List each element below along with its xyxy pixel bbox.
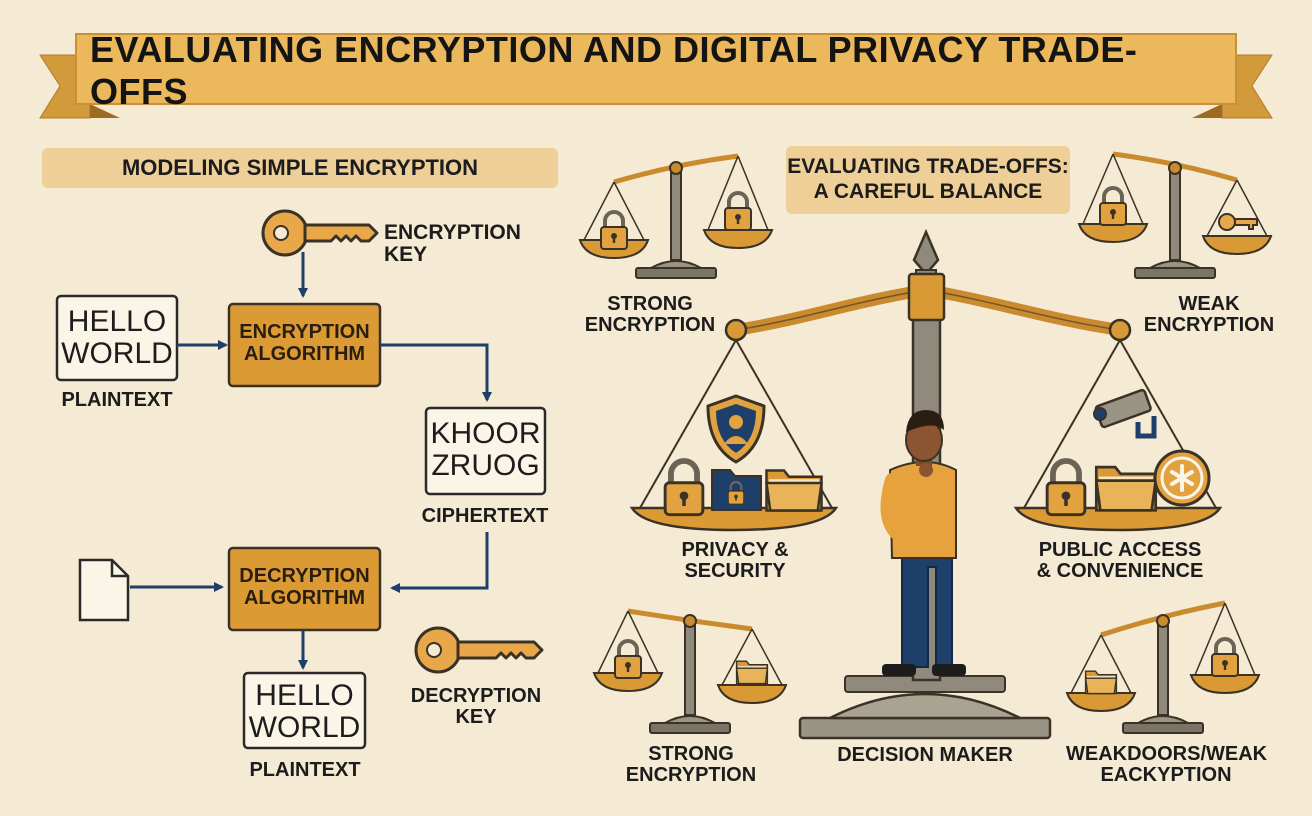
bottom-right-scale-label: WEAKDOORS/WEAK EACKYPTION xyxy=(1066,743,1268,786)
plaintext-top-line2: WORLD xyxy=(61,337,173,371)
bottom-right-scale-line2: EACKYPTION xyxy=(1100,764,1232,786)
bottom-left-scale-line1: STRONG xyxy=(648,743,734,765)
padlock-icon xyxy=(665,461,703,515)
right-pan-line1: PUBLIC ACCESS xyxy=(1038,539,1202,561)
small-scale-top-left xyxy=(578,153,774,279)
camera-icon xyxy=(1093,388,1157,439)
plaintext-bottom-line2: WORLD xyxy=(248,711,361,745)
encryption-to-ciphertext-arrow xyxy=(380,343,492,402)
decryption-key-label: DECRYPTION KEY xyxy=(404,686,548,728)
right-section-heading: EVALUATING TRADE-OFFS: A CAREFUL BALANCE xyxy=(786,146,1070,214)
title-banner xyxy=(39,33,1273,119)
decision-maker-label: DECISION MAKER xyxy=(837,744,1013,766)
top-left-scale-label: STRONG ENCRYPTION xyxy=(580,294,720,336)
decryption-key-icon xyxy=(414,626,544,674)
top-right-scale-line2: ENCRYPTION xyxy=(1143,314,1275,336)
document-icon xyxy=(78,558,130,622)
ciphertext-text: KHOOR ZRUOG xyxy=(426,417,545,483)
folder-icon xyxy=(1094,465,1158,512)
plaintext-top-box xyxy=(55,294,179,382)
bottom-right-scale-line1: WEAKDOORS/WEAK xyxy=(1066,743,1268,765)
ciphertext-line1: KHOOR xyxy=(430,417,541,450)
left-pan-line1: PRIVACY & xyxy=(681,539,789,561)
encryption-key-label: ENCRYPTION KEY xyxy=(384,221,521,267)
page-title: EVALUATING ENCRYPTION AND DIGITAL PRIVAC… xyxy=(90,29,1138,112)
left-pan-label: PRIVACY & SECURITY xyxy=(660,540,810,582)
encryption-algorithm-line1: ENCRYPTION xyxy=(239,321,370,343)
ciphertext-line2: ZRUOG xyxy=(431,449,540,483)
encryption-algorithm-line2: ALGORITHM xyxy=(243,342,366,365)
ciphertext-to-decryption-arrow xyxy=(390,532,489,593)
small-scale-bottom-left xyxy=(592,608,788,734)
plaintext-bottom-text: HELLO WORLD xyxy=(244,679,365,745)
plaintext-bottom-box xyxy=(242,671,367,750)
decryption-algorithm-line2: ALGORITHM xyxy=(243,586,366,609)
decryption-key-line1: DECRYPTION xyxy=(410,685,542,707)
padlock-icon xyxy=(1047,461,1085,515)
bottom-left-scale-label: STRONG ENCRYPTION xyxy=(616,744,766,786)
plaintext-bottom-line1: HELLO xyxy=(255,679,354,712)
top-right-scale-label: WEAK ENCRYPTION xyxy=(1134,294,1284,336)
decryption-algorithm-line1: DECRYPTION xyxy=(239,565,370,587)
bottom-left-scale-line2: ENCRYPTION xyxy=(625,764,757,786)
encryption-algorithm-text: ENCRYPTION ALGORITHM xyxy=(229,321,380,365)
encryption-key-icon xyxy=(261,209,379,257)
plaintext-top-caption: PLAINTEXT xyxy=(61,389,173,411)
left-pan-line2: SECURITY xyxy=(684,560,786,582)
navy-folder-lock-icon xyxy=(711,469,762,511)
ciphertext-caption: CIPHERTEXT xyxy=(421,505,549,527)
right-pan-line2: & CONVENIENCE xyxy=(1036,560,1204,582)
plaintext-top-line1: HELLO xyxy=(67,305,167,338)
decryption-key-line2: KEY xyxy=(455,706,497,728)
plaintext-bottom-caption: PLAINTEXT xyxy=(249,759,361,781)
folder-icon xyxy=(765,469,823,512)
right-heading-line1: EVALUATING TRADE-OFFS: xyxy=(787,155,1069,178)
left-section-heading: MODELING SIMPLE ENCRYPTION xyxy=(42,148,558,188)
asterisk-badge-icon xyxy=(1153,449,1211,507)
plaintext-top-text: HELLO WORLD xyxy=(57,305,177,371)
right-heading-line2: A CAREFUL BALANCE xyxy=(813,180,1043,204)
right-pan-label: PUBLIC ACCESS & CONVENIENCE xyxy=(1030,540,1210,582)
decision-maker-figure xyxy=(880,410,966,676)
top-right-scale-line1: WEAK xyxy=(1178,293,1240,315)
small-scale-top-right xyxy=(1077,151,1273,279)
shield-user-icon xyxy=(706,394,766,464)
top-left-scale-line1: STRONG xyxy=(607,293,693,315)
decryption-algorithm-text: DECRYPTION ALGORITHM xyxy=(229,565,380,609)
top-left-scale-line2: ENCRYPTION xyxy=(584,314,716,336)
ciphertext-box xyxy=(424,406,547,496)
small-scale-bottom-right xyxy=(1065,600,1261,734)
